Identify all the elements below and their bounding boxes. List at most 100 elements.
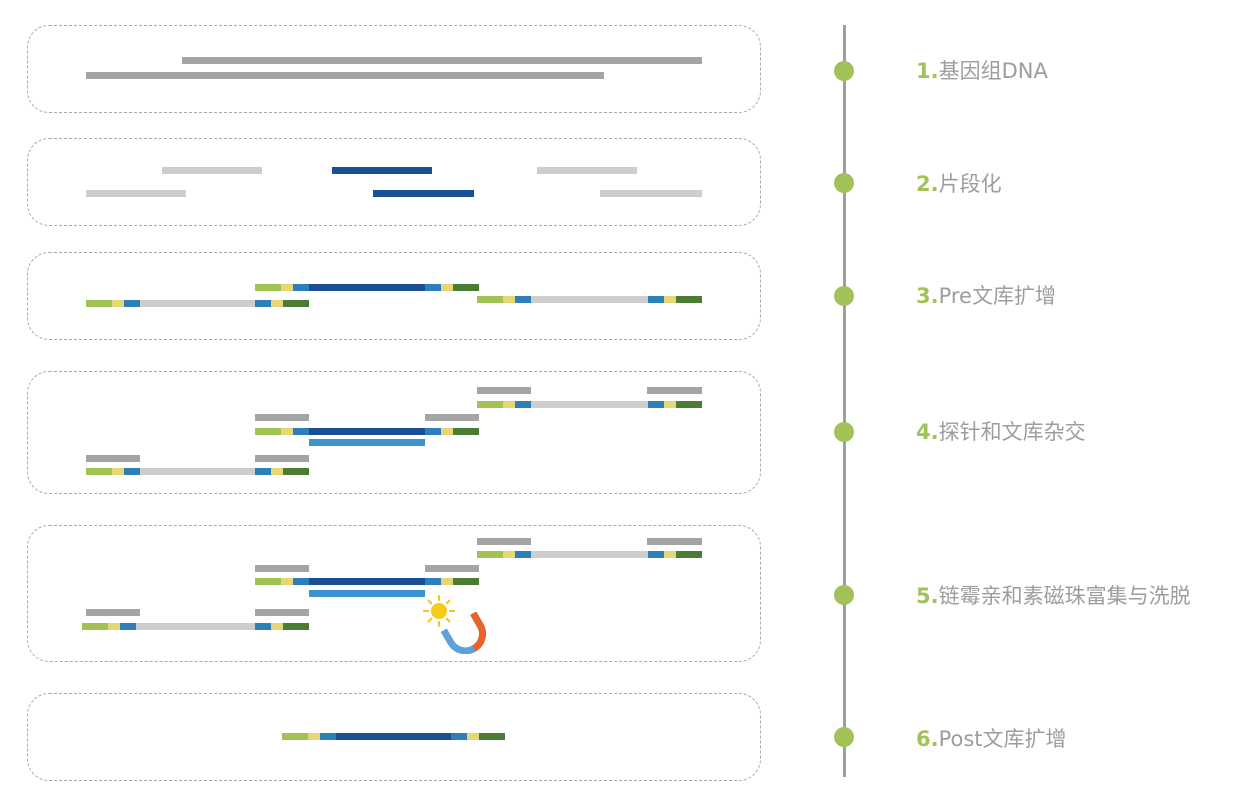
- adapter-segment: [648, 401, 664, 408]
- step-text: 探针和文库杂交: [938, 420, 1086, 444]
- index-segment: [281, 428, 293, 435]
- insert-segment: [309, 428, 425, 435]
- adapter-segment: [255, 468, 271, 475]
- index-segment: [503, 551, 515, 558]
- genomic-dna-strand: [182, 57, 702, 64]
- step-number: 4.: [916, 420, 939, 444]
- adapter-segment: [477, 401, 503, 408]
- index-segment: [308, 733, 320, 740]
- adapter-segment: [453, 578, 479, 585]
- adapter-segment: [124, 300, 140, 307]
- adapter-segment: [453, 284, 479, 291]
- panel-step-2: [27, 138, 761, 226]
- insert-segment: [531, 401, 648, 408]
- index-segment: [112, 468, 124, 475]
- adapter-segment: [676, 551, 702, 558]
- index-segment: [112, 300, 124, 307]
- adapter-segment: [515, 551, 531, 558]
- timeline-dot-6: [834, 727, 854, 747]
- insert-segment: [140, 300, 255, 307]
- adapter-segment: [283, 468, 309, 475]
- adapter-segment: [515, 401, 531, 408]
- insert-segment: [136, 623, 255, 630]
- adapter-segment: [283, 623, 309, 630]
- index-segment: [441, 428, 453, 435]
- adapter-segment: [320, 733, 336, 740]
- index-segment: [664, 296, 676, 303]
- step-label-3: 3.Pre文库扩增: [916, 284, 1056, 308]
- index-segment: [664, 551, 676, 558]
- timeline-dot-2: [834, 173, 854, 193]
- index-segment: [503, 296, 515, 303]
- panel-step-6: [27, 693, 761, 781]
- dna-fragment: [162, 167, 262, 174]
- adapter-segment: [86, 468, 112, 475]
- insert-segment: [531, 551, 648, 558]
- insert-segment: [309, 578, 425, 585]
- adapter-segment: [477, 551, 503, 558]
- target-fragment: [332, 167, 432, 174]
- step-text: 片段化: [938, 172, 1002, 196]
- genomic-dna-strand: [86, 72, 604, 79]
- step-label-4: 4.探针和文库杂交: [916, 420, 1086, 444]
- adapter-segment: [425, 428, 441, 435]
- adapter-segment: [477, 296, 503, 303]
- blocker-segment: [477, 387, 531, 394]
- adapter-segment: [425, 284, 441, 291]
- adapter-segment: [255, 578, 281, 585]
- probe-segment: [309, 439, 425, 446]
- adapter-segment: [86, 300, 112, 307]
- adapter-segment: [255, 623, 271, 630]
- index-segment: [503, 401, 515, 408]
- dna-fragment: [86, 190, 186, 197]
- adapter-segment: [676, 401, 702, 408]
- target-fragment: [373, 190, 474, 197]
- step-label-1: 1.基因组DNA: [916, 59, 1048, 83]
- index-segment: [108, 623, 120, 630]
- index-segment: [664, 401, 676, 408]
- blocker-segment: [425, 414, 479, 421]
- index-segment: [281, 284, 293, 291]
- insert-segment: [531, 296, 648, 303]
- adapter-segment: [255, 284, 281, 291]
- timeline-dot-4: [834, 422, 854, 442]
- blocker-segment: [477, 538, 531, 545]
- adapter-segment: [293, 578, 309, 585]
- adapter-segment: [479, 733, 505, 740]
- adapter-segment: [676, 296, 702, 303]
- index-segment: [281, 578, 293, 585]
- sun-icon: [423, 595, 455, 627]
- index-segment: [271, 300, 283, 307]
- step-text: Post文库扩增: [938, 727, 1067, 751]
- timeline-dot-3: [834, 286, 854, 306]
- step-label-6: 6.Post文库扩增: [916, 727, 1067, 751]
- blocker-segment: [647, 387, 702, 394]
- step-text: Pre文库扩增: [938, 284, 1056, 308]
- panel-step-4: [27, 371, 761, 494]
- adapter-segment: [124, 468, 140, 475]
- adapter-segment: [515, 296, 531, 303]
- step-number: 2.: [916, 172, 939, 196]
- adapter-segment: [255, 428, 281, 435]
- index-segment: [271, 468, 283, 475]
- adapter-segment: [82, 623, 108, 630]
- adapter-segment: [453, 428, 479, 435]
- blocker-segment: [86, 455, 140, 462]
- adapter-segment: [425, 578, 441, 585]
- probe-segment: [309, 590, 425, 597]
- adapter-segment: [293, 284, 309, 291]
- dna-fragment: [600, 190, 702, 197]
- panel-step-3: [27, 252, 761, 340]
- adapter-segment: [120, 623, 136, 630]
- timeline-line: [843, 25, 846, 777]
- panel-step-5: [27, 525, 761, 662]
- step-label-5: 5.链霉亲和素磁珠富集与洗脱: [916, 584, 1191, 608]
- adapter-segment: [255, 300, 271, 307]
- insert-segment: [140, 468, 255, 475]
- panel-step-1: [27, 25, 761, 113]
- step-text: 链霉亲和素磁珠富集与洗脱: [938, 584, 1191, 608]
- blocker-segment: [86, 609, 140, 616]
- adapter-segment: [648, 296, 664, 303]
- timeline-dot-1: [834, 61, 854, 81]
- adapter-segment: [451, 733, 467, 740]
